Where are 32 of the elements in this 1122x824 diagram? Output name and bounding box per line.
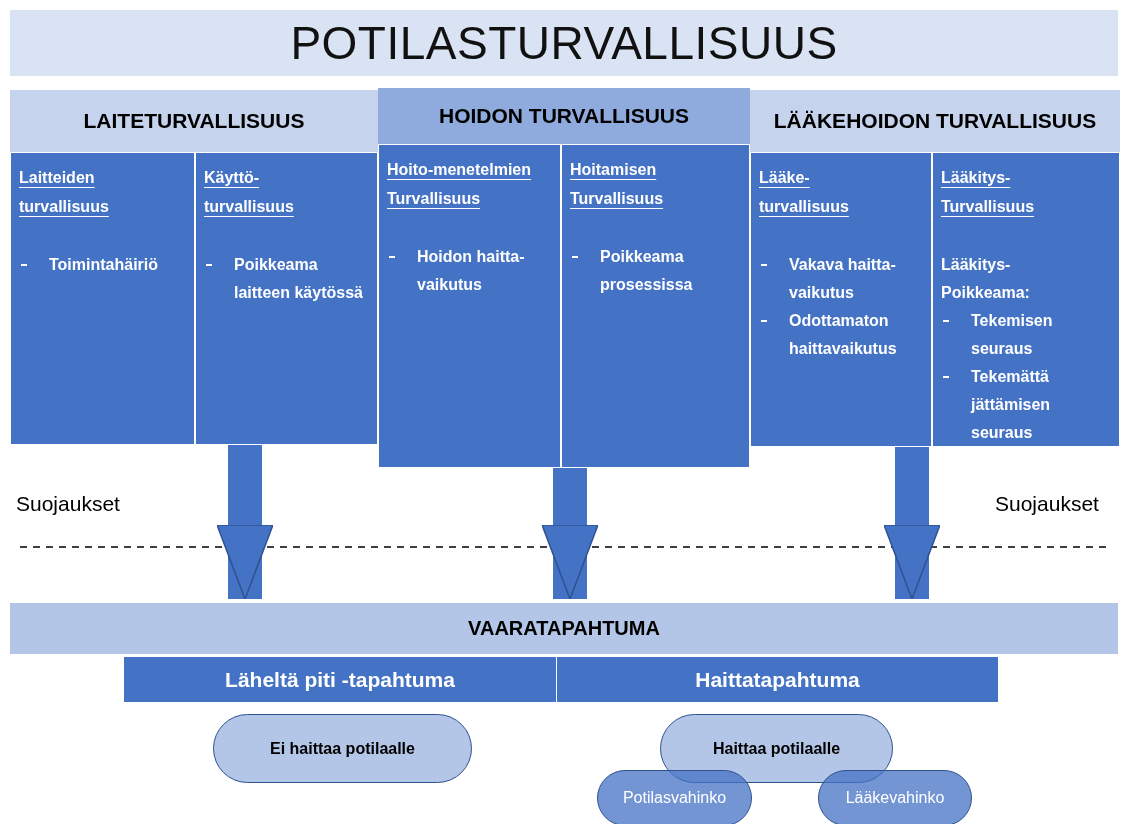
title-band: POTILASTURVALLISUUS	[10, 10, 1118, 76]
side-label: Suojaukset	[995, 492, 1099, 516]
column-heading: Laitteiden turvallisuus	[19, 168, 110, 217]
outcome-pill: Lääkevahinko	[818, 770, 972, 824]
list-item: Lääkitys-Poikkeama:	[941, 255, 1031, 303]
category-column	[378, 144, 561, 468]
list-item: Hoidon haitta-vaikutus	[387, 243, 552, 299]
category-column	[10, 152, 195, 445]
column-heading: Hoitamisen Turvallisuus	[570, 160, 665, 209]
side-label: Suojaukset	[16, 492, 120, 516]
outcome-pill: Potilasvahinko	[597, 770, 752, 824]
list-item: Odottamaton haittavaikutus	[759, 307, 923, 363]
event-type-bar: Haittatapahtuma	[557, 657, 999, 702]
event-type-bar: Läheltä piti -tapahtuma	[124, 657, 557, 702]
category-column	[932, 152, 1120, 447]
outcome-pill: Ei haittaa potilaalle	[213, 714, 472, 783]
list-item: Vakava haitta-vaikutus	[759, 251, 923, 307]
list-item: Toimintahäiriö	[19, 251, 186, 279]
list-item: Tekemättä jättämisen seuraus	[941, 363, 1111, 447]
block-arrow	[541, 468, 599, 600]
block-arrow	[216, 445, 274, 600]
category-column	[561, 144, 750, 468]
list-item: Poikkeama prosessissa	[570, 243, 741, 299]
column-heading: Lääke-turvallisuus	[759, 168, 850, 217]
event-band: VAARATAPAHTUMA	[10, 603, 1118, 654]
column-heading: Käyttö-turvallisuus	[204, 168, 295, 217]
category-column	[195, 152, 378, 445]
category-column	[750, 152, 932, 447]
list-item: Tekemisen seuraus	[941, 307, 1111, 363]
list-item: Poikkeama laitteen käytössä	[204, 251, 364, 307]
column-heading: Lääkitys-Turvallisuus	[941, 168, 1036, 217]
column-heading: Hoito-menetelmien Turvallisuus	[387, 160, 532, 209]
